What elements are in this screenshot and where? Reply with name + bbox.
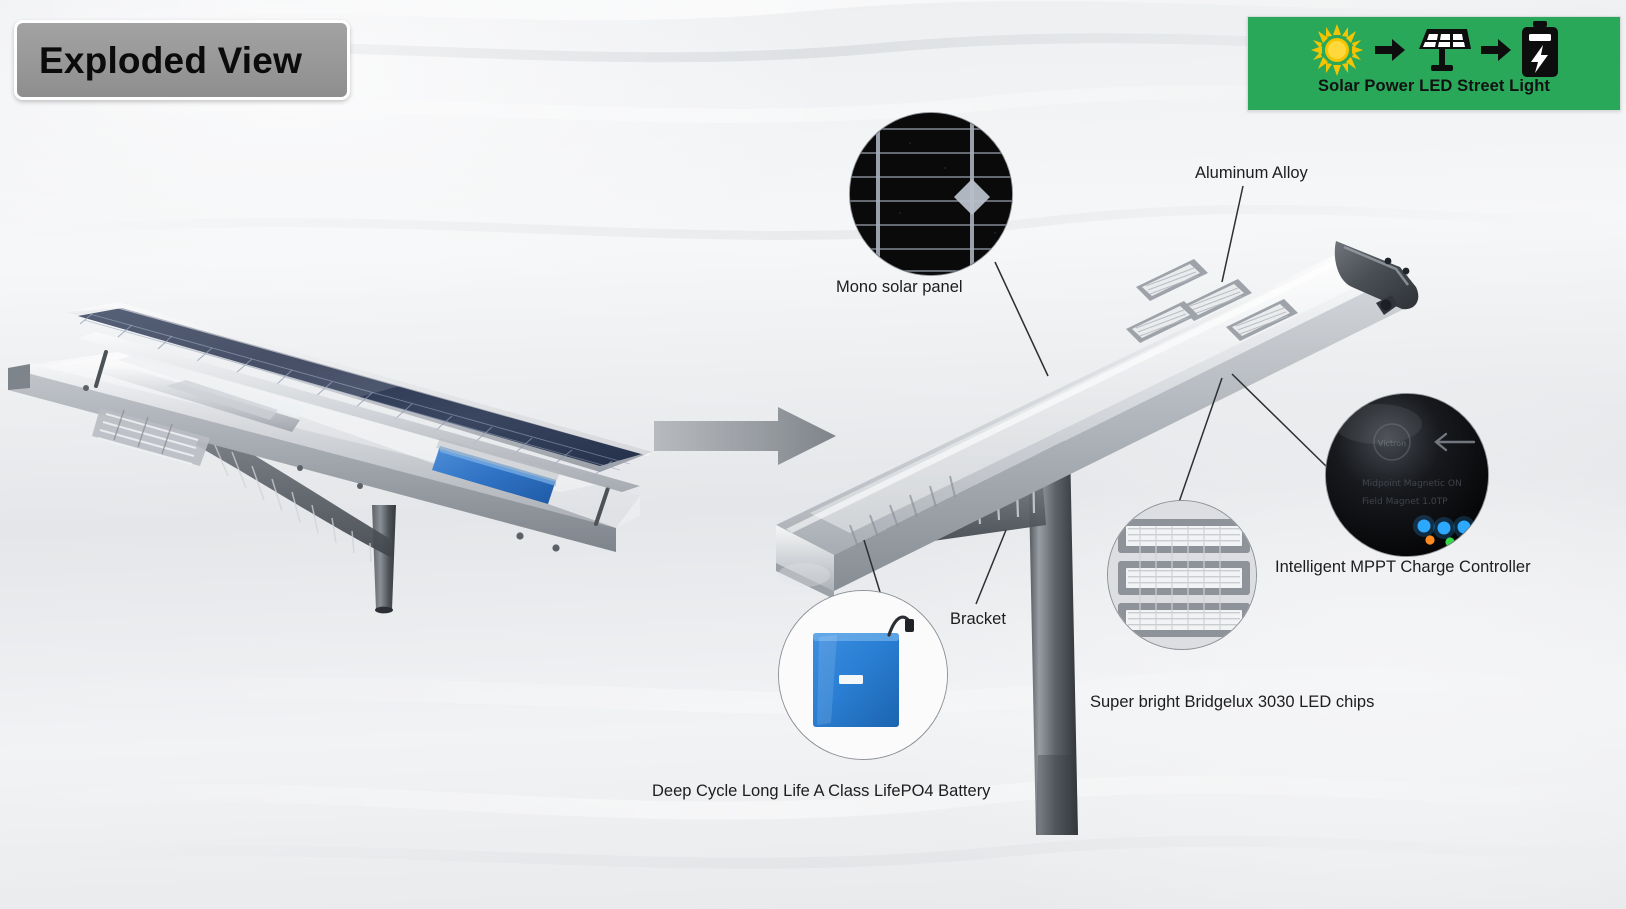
svg-text:Field Magnet 1.0TP: Field Magnet 1.0TP [1362,497,1448,507]
arrow-right-icon [1375,39,1405,61]
brand-banner-icons [1307,17,1561,80]
assembled-street-light-render [776,241,1419,835]
callout-label-bracket: Bracket [950,610,1006,628]
callout-label-mppt-controller: Intelligent MPPT Charge Controller [1275,558,1531,576]
solar-cell-grid [850,113,1012,275]
arrow-right-icon [1481,39,1511,61]
battery-closeup [778,590,948,760]
solar-panel-icon [1419,29,1471,71]
page-title: Exploded View [39,39,303,81]
solar-cell-closeup [849,112,1013,276]
callout-label-mono-solar-panel: Mono solar panel [836,278,963,296]
mppt-closeup: Victron Midpoint Magnetic ON Field Magne… [1325,393,1489,557]
callout-label-battery: Deep Cycle Long Life A Class LifePO4 Bat… [652,782,991,800]
sun-icon [1311,24,1363,76]
brand-banner: Solar Power LED Street Light [1247,16,1621,111]
lifepo4-battery-pack [779,591,947,759]
mppt-controller-face: Victron Midpoint Magnetic ON Field Magne… [1326,394,1488,556]
led-chip-closeup [1107,500,1257,650]
exploded-assembly-render [8,302,652,614]
svg-text:Midpoint Magnetic ON: Midpoint Magnetic ON [1362,479,1462,489]
led-chip-modules [1108,501,1256,649]
svg-text:Victron: Victron [1378,439,1406,448]
battery-charging-icon [1522,21,1558,77]
brand-banner-caption: Solar Power LED Street Light [1317,77,1550,95]
page-title-badge: Exploded View [14,20,350,100]
arrow-right-icon [654,407,836,465]
callout-label-led-chips: Super bright Bridgelux 3030 LED chips [1090,693,1375,711]
callout-label-aluminum-alloy: Aluminum Alloy [1195,164,1308,182]
